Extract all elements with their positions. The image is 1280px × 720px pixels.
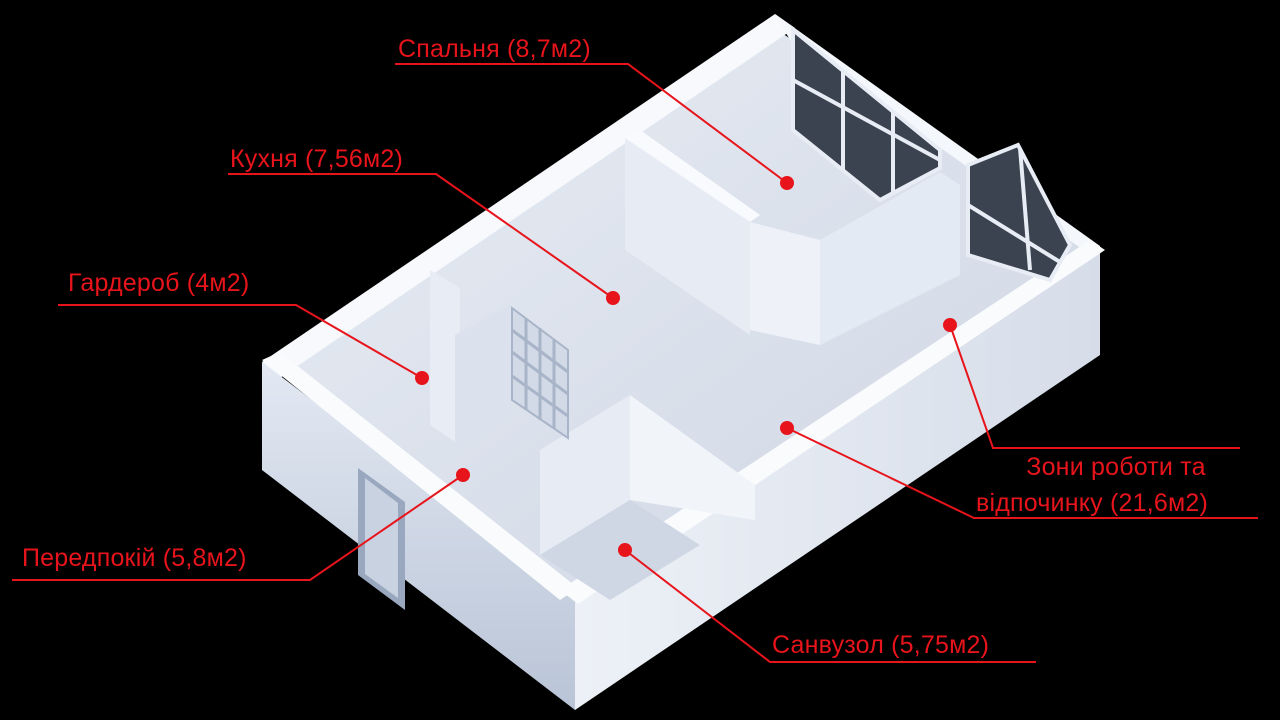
- interior-walls: [430, 130, 960, 600]
- living-rest-marker: [780, 421, 794, 435]
- bedroom-label: Спальня (8,7м2): [398, 35, 591, 63]
- bedroom-kitchen-wall: [750, 222, 820, 345]
- bathroom-leader: [624, 549, 1036, 663]
- kitchen-label: Кухня (7,56м2): [230, 145, 404, 173]
- markers: [415, 176, 957, 557]
- windows: [791, 25, 1073, 283]
- wardrobe-marker: [415, 371, 429, 385]
- bathroom-wall-right: [630, 395, 755, 520]
- living-window: [966, 142, 1073, 283]
- kitchen-leader: [228, 173, 614, 299]
- wardrobe-leader: [58, 304, 423, 379]
- bedroom-window: [791, 25, 942, 203]
- kitchen-left-wall: [625, 138, 750, 335]
- front-left-wall: [262, 362, 575, 710]
- kitchen-marker: [606, 291, 620, 305]
- bathroom-wall-left: [540, 395, 630, 555]
- back-wall-left-top: [262, 14, 795, 378]
- hallway-label: Передпокій (5,8м2): [22, 544, 247, 572]
- bathroom-label: Санвузол (5,75м2): [772, 631, 990, 659]
- wardrobe-wall: [430, 270, 460, 445]
- bedroom-marker: [780, 176, 794, 190]
- callouts: [12, 63, 1258, 663]
- front-right-wall: [575, 250, 1100, 710]
- apartment-shell: [262, 14, 1105, 710]
- wardrobe-label: Гардероб (4м2): [68, 269, 250, 297]
- hallway-leader: [12, 474, 464, 581]
- living-leader-1: [949, 324, 1240, 449]
- living-label-line1: Зони роботи та: [1026, 453, 1206, 481]
- bathroom-marker: [618, 543, 632, 557]
- front-right-wall-top: [560, 240, 1105, 604]
- living-work-marker: [943, 318, 957, 332]
- hallway-marker: [456, 468, 470, 482]
- bedroom-front-wall: [820, 172, 960, 345]
- living-leader-2: [786, 427, 1258, 519]
- living-label-line2: відпочинку (21,6м2): [976, 489, 1208, 517]
- front-left-wall-top: [262, 352, 578, 600]
- bedroom-leader: [395, 63, 788, 184]
